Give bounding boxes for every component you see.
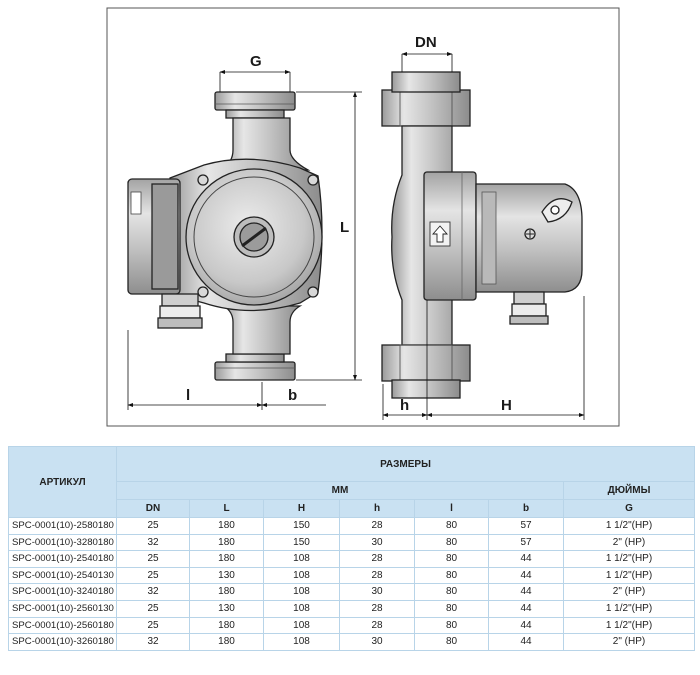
dim-label-dn: DN — [415, 34, 437, 51]
cell-article: SPC-0001(10)-3260180 — [8, 633, 117, 651]
pump-front-view — [127, 91, 323, 381]
cell-h-upper: 108 — [263, 633, 340, 651]
cell-l-lower: 80 — [414, 583, 489, 601]
cell-l-upper: 180 — [189, 583, 264, 601]
cell-l-lower: 80 — [414, 566, 489, 585]
cell-g: 2" (НР) — [562, 533, 696, 552]
dim-label-h-large: H — [501, 397, 512, 414]
dim-label-h-small: h — [400, 397, 409, 414]
cell-b: 44 — [488, 616, 564, 635]
cell-l-upper: 180 — [189, 616, 264, 635]
cell-dn: 25 — [116, 616, 190, 635]
cell-dn: 25 — [116, 599, 190, 618]
dimensions-table: АРТИКУЛ РАЗМЕРЫ ММ ДЮЙМЫ DN L H h l b G … — [8, 446, 696, 651]
cell-b: 44 — [488, 583, 564, 601]
pump-side-view — [381, 71, 583, 399]
cell-b: 57 — [488, 517, 564, 535]
cell-dn: 32 — [116, 533, 190, 552]
cell-l-lower: 80 — [414, 517, 489, 535]
col-header-b: b — [488, 499, 564, 518]
cell-h-lower: 28 — [339, 616, 415, 635]
cell-dn: 32 — [116, 633, 190, 651]
cell-g: 2" (НР) — [562, 583, 696, 601]
cell-h-lower: 28 — [339, 566, 415, 585]
cell-h-upper: 108 — [263, 550, 340, 568]
table-row: SPC-0001(10)-3260180 32 180 108 30 80 44… — [8, 633, 696, 651]
col-header-h-lower: h — [339, 499, 415, 518]
cell-l-upper: 180 — [189, 533, 264, 552]
technical-drawing: G L l b — [106, 7, 620, 427]
cell-h-upper: 150 — [263, 533, 340, 552]
cell-l-upper: 180 — [189, 517, 264, 535]
table-row: SPC-0001(10)-2580180 25 180 150 28 80 57… — [8, 517, 696, 535]
cell-dn: 25 — [116, 550, 190, 568]
cell-l-upper: 180 — [189, 633, 264, 651]
col-header-l-lower: l — [414, 499, 489, 518]
table-row: SPC-0001(10)-3280180 32 180 150 30 80 57… — [8, 533, 696, 552]
cell-b: 44 — [488, 599, 564, 618]
col-header-l-upper: L — [189, 499, 264, 518]
cell-g: 2" (НР) — [562, 633, 696, 651]
cell-article: SPC-0001(10)-2560180 — [8, 616, 117, 635]
cell-h-lower: 30 — [339, 633, 415, 651]
dim-label-b: b — [288, 387, 297, 404]
dim-label-g: G — [250, 53, 262, 70]
cell-g: 1 1/2"(НР) — [562, 566, 696, 585]
cell-b: 44 — [488, 566, 564, 585]
header-article: АРТИКУЛ — [8, 446, 117, 518]
cell-h-upper: 108 — [263, 583, 340, 601]
col-header-dn: DN — [116, 499, 190, 518]
cell-dn: 32 — [116, 583, 190, 601]
front-view-dimensions — [127, 70, 362, 410]
cell-l-upper: 180 — [189, 550, 264, 568]
cell-g: 1 1/2"(НР) — [562, 616, 696, 635]
table-row: SPC-0001(10)-3240180 32 180 108 30 80 44… — [8, 583, 696, 601]
cell-l-upper: 130 — [189, 566, 264, 585]
cell-h-lower: 30 — [339, 583, 415, 601]
cell-h-upper: 108 — [263, 599, 340, 618]
table-row: SPC-0001(10)-2540130 25 130 108 28 80 44… — [8, 566, 696, 585]
table-row: SPC-0001(10)-2560130 25 130 108 28 80 44… — [8, 599, 696, 618]
cell-dn: 25 — [116, 566, 190, 585]
cell-h-lower: 30 — [339, 533, 415, 552]
cell-article: SPC-0001(10)-2560130 — [8, 599, 117, 618]
cell-l-lower: 80 — [414, 599, 489, 618]
col-header-h-upper: H — [263, 499, 340, 518]
cell-l-upper: 130 — [189, 599, 264, 618]
cell-g: 1 1/2"(НР) — [562, 599, 696, 618]
header-inches: ДЮЙМЫ — [562, 481, 696, 500]
cell-dn: 25 — [116, 517, 190, 535]
header-mm: ММ — [116, 481, 564, 500]
table-row: SPC-0001(10)-2560180 25 180 108 28 80 44… — [8, 616, 696, 635]
col-header-g: G — [562, 499, 696, 518]
cell-article: SPC-0001(10)-3240180 — [8, 583, 117, 601]
header-sizes: РАЗМЕРЫ — [115, 446, 696, 482]
cell-h-lower: 28 — [339, 599, 415, 618]
cell-article: SPC-0001(10)-2540130 — [8, 566, 117, 585]
cell-h-lower: 28 — [339, 517, 415, 535]
cell-l-lower: 80 — [414, 633, 489, 651]
cell-b: 57 — [488, 533, 564, 552]
cell-h-upper: 108 — [263, 616, 340, 635]
cell-g: 1 1/2"(НР) — [562, 550, 696, 568]
side-view-dimensions — [382, 52, 585, 420]
cell-article: SPC-0001(10)-2580180 — [8, 517, 117, 535]
cell-article: SPC-0001(10)-2540180 — [8, 550, 117, 568]
cell-g: 1 1/2"(НР) — [562, 517, 696, 535]
cell-b: 44 — [488, 633, 564, 651]
dim-label-l-lower: l — [186, 387, 190, 404]
dim-label-l-upper: L — [340, 219, 349, 236]
cell-article: SPC-0001(10)-3280180 — [8, 533, 117, 552]
cell-l-lower: 80 — [414, 616, 489, 635]
cell-l-lower: 80 — [414, 533, 489, 552]
table-row: SPC-0001(10)-2540180 25 180 108 28 80 44… — [8, 550, 696, 568]
cell-h-upper: 108 — [263, 566, 340, 585]
cell-l-lower: 80 — [414, 550, 489, 568]
cell-h-lower: 28 — [339, 550, 415, 568]
cell-b: 44 — [488, 550, 564, 568]
cell-h-upper: 150 — [263, 517, 340, 535]
